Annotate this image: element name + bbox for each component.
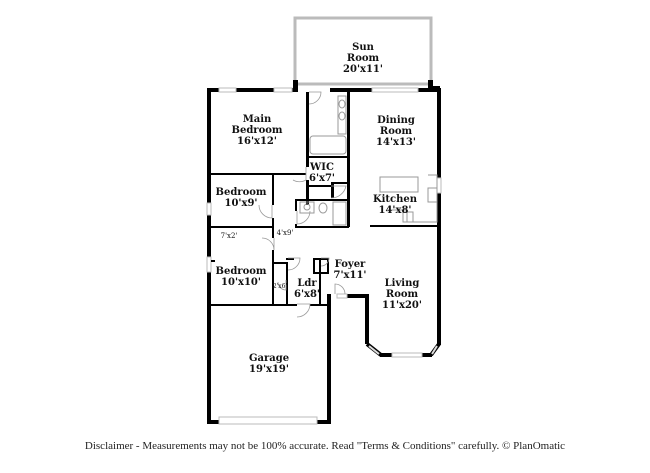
room-name: Ldr <box>297 278 317 289</box>
room-label-garage: Garage 19'x19' <box>249 353 289 375</box>
room-dimensions: 2'x6' <box>272 283 288 290</box>
room-name: Garage <box>248 353 290 364</box>
room-label-living-room: Living Room 11'x20' <box>382 278 422 311</box>
sun-room-walls <box>293 16 433 86</box>
fixtures <box>299 95 438 226</box>
room-dimensions: 14'x8' <box>378 205 412 216</box>
room-dimensions: 20'x11' <box>343 64 383 75</box>
room-name: Room <box>346 53 380 64</box>
room-label-kitchen: Kitchen 14'x8' <box>373 194 417 216</box>
room-dimensions: 7'x11' <box>333 270 367 281</box>
room-label-bedroom-2: Bedroom 10'x10' <box>216 266 267 288</box>
room-label-sun-room: Sun Room 20'x11' <box>343 42 383 75</box>
room-label-bedroom-1: Bedroom 10'x9' <box>216 187 267 209</box>
room-label-laundry: Ldr 6'x8' <box>294 278 320 300</box>
room-dimensions: 19'x19' <box>249 364 289 375</box>
room-name: Bedroom <box>231 125 283 136</box>
room-label-main-bedroom: Main Bedroom 16'x12' <box>232 114 283 147</box>
room-name: Foyer <box>334 259 366 270</box>
room-name: Room <box>385 289 419 300</box>
room-name: Kitchen <box>372 194 418 205</box>
room-dimensions: 7'x2' <box>220 232 238 240</box>
interior-walls <box>211 92 437 306</box>
room-name: Room <box>379 126 413 137</box>
room-label-dining-room: Dining Room 14'x13' <box>376 115 416 148</box>
room-label-wic: WIC 6'x7' <box>309 162 335 184</box>
room-dimensions: 14'x13' <box>376 137 416 148</box>
room-name: Living <box>384 278 420 289</box>
room-name: Dining <box>377 115 415 126</box>
room-dimensions: 10'x10' <box>221 277 261 288</box>
room-name: Bedroom <box>215 187 267 198</box>
room-label-foyer: Foyer 7'x11' <box>334 259 367 281</box>
room-label-closet-2: 2'x6' <box>273 283 287 291</box>
disclaimer-text: Disclaimer - Measurements may not be 100… <box>84 440 566 452</box>
room-dimensions: 10'x9' <box>224 198 258 209</box>
room-dimensions: 16'x12' <box>237 136 277 147</box>
room-name: Sun <box>352 42 374 53</box>
room-name: Bedroom <box>215 266 267 277</box>
exterior-walls <box>207 88 441 424</box>
door-swings <box>258 91 347 318</box>
room-dimensions: 6'x7' <box>308 173 336 184</box>
room-label-closet-1: 7'x2' <box>221 232 238 240</box>
room-dimensions: 4'x9' <box>276 229 294 237</box>
room-label-hall: 4'x9' <box>277 229 294 237</box>
windows <box>206 87 442 425</box>
room-name: WIC <box>310 162 334 173</box>
room-dimensions: 11'x20' <box>382 300 422 311</box>
room-name: Main <box>242 114 272 125</box>
room-dimensions: 6'x8' <box>293 289 321 300</box>
